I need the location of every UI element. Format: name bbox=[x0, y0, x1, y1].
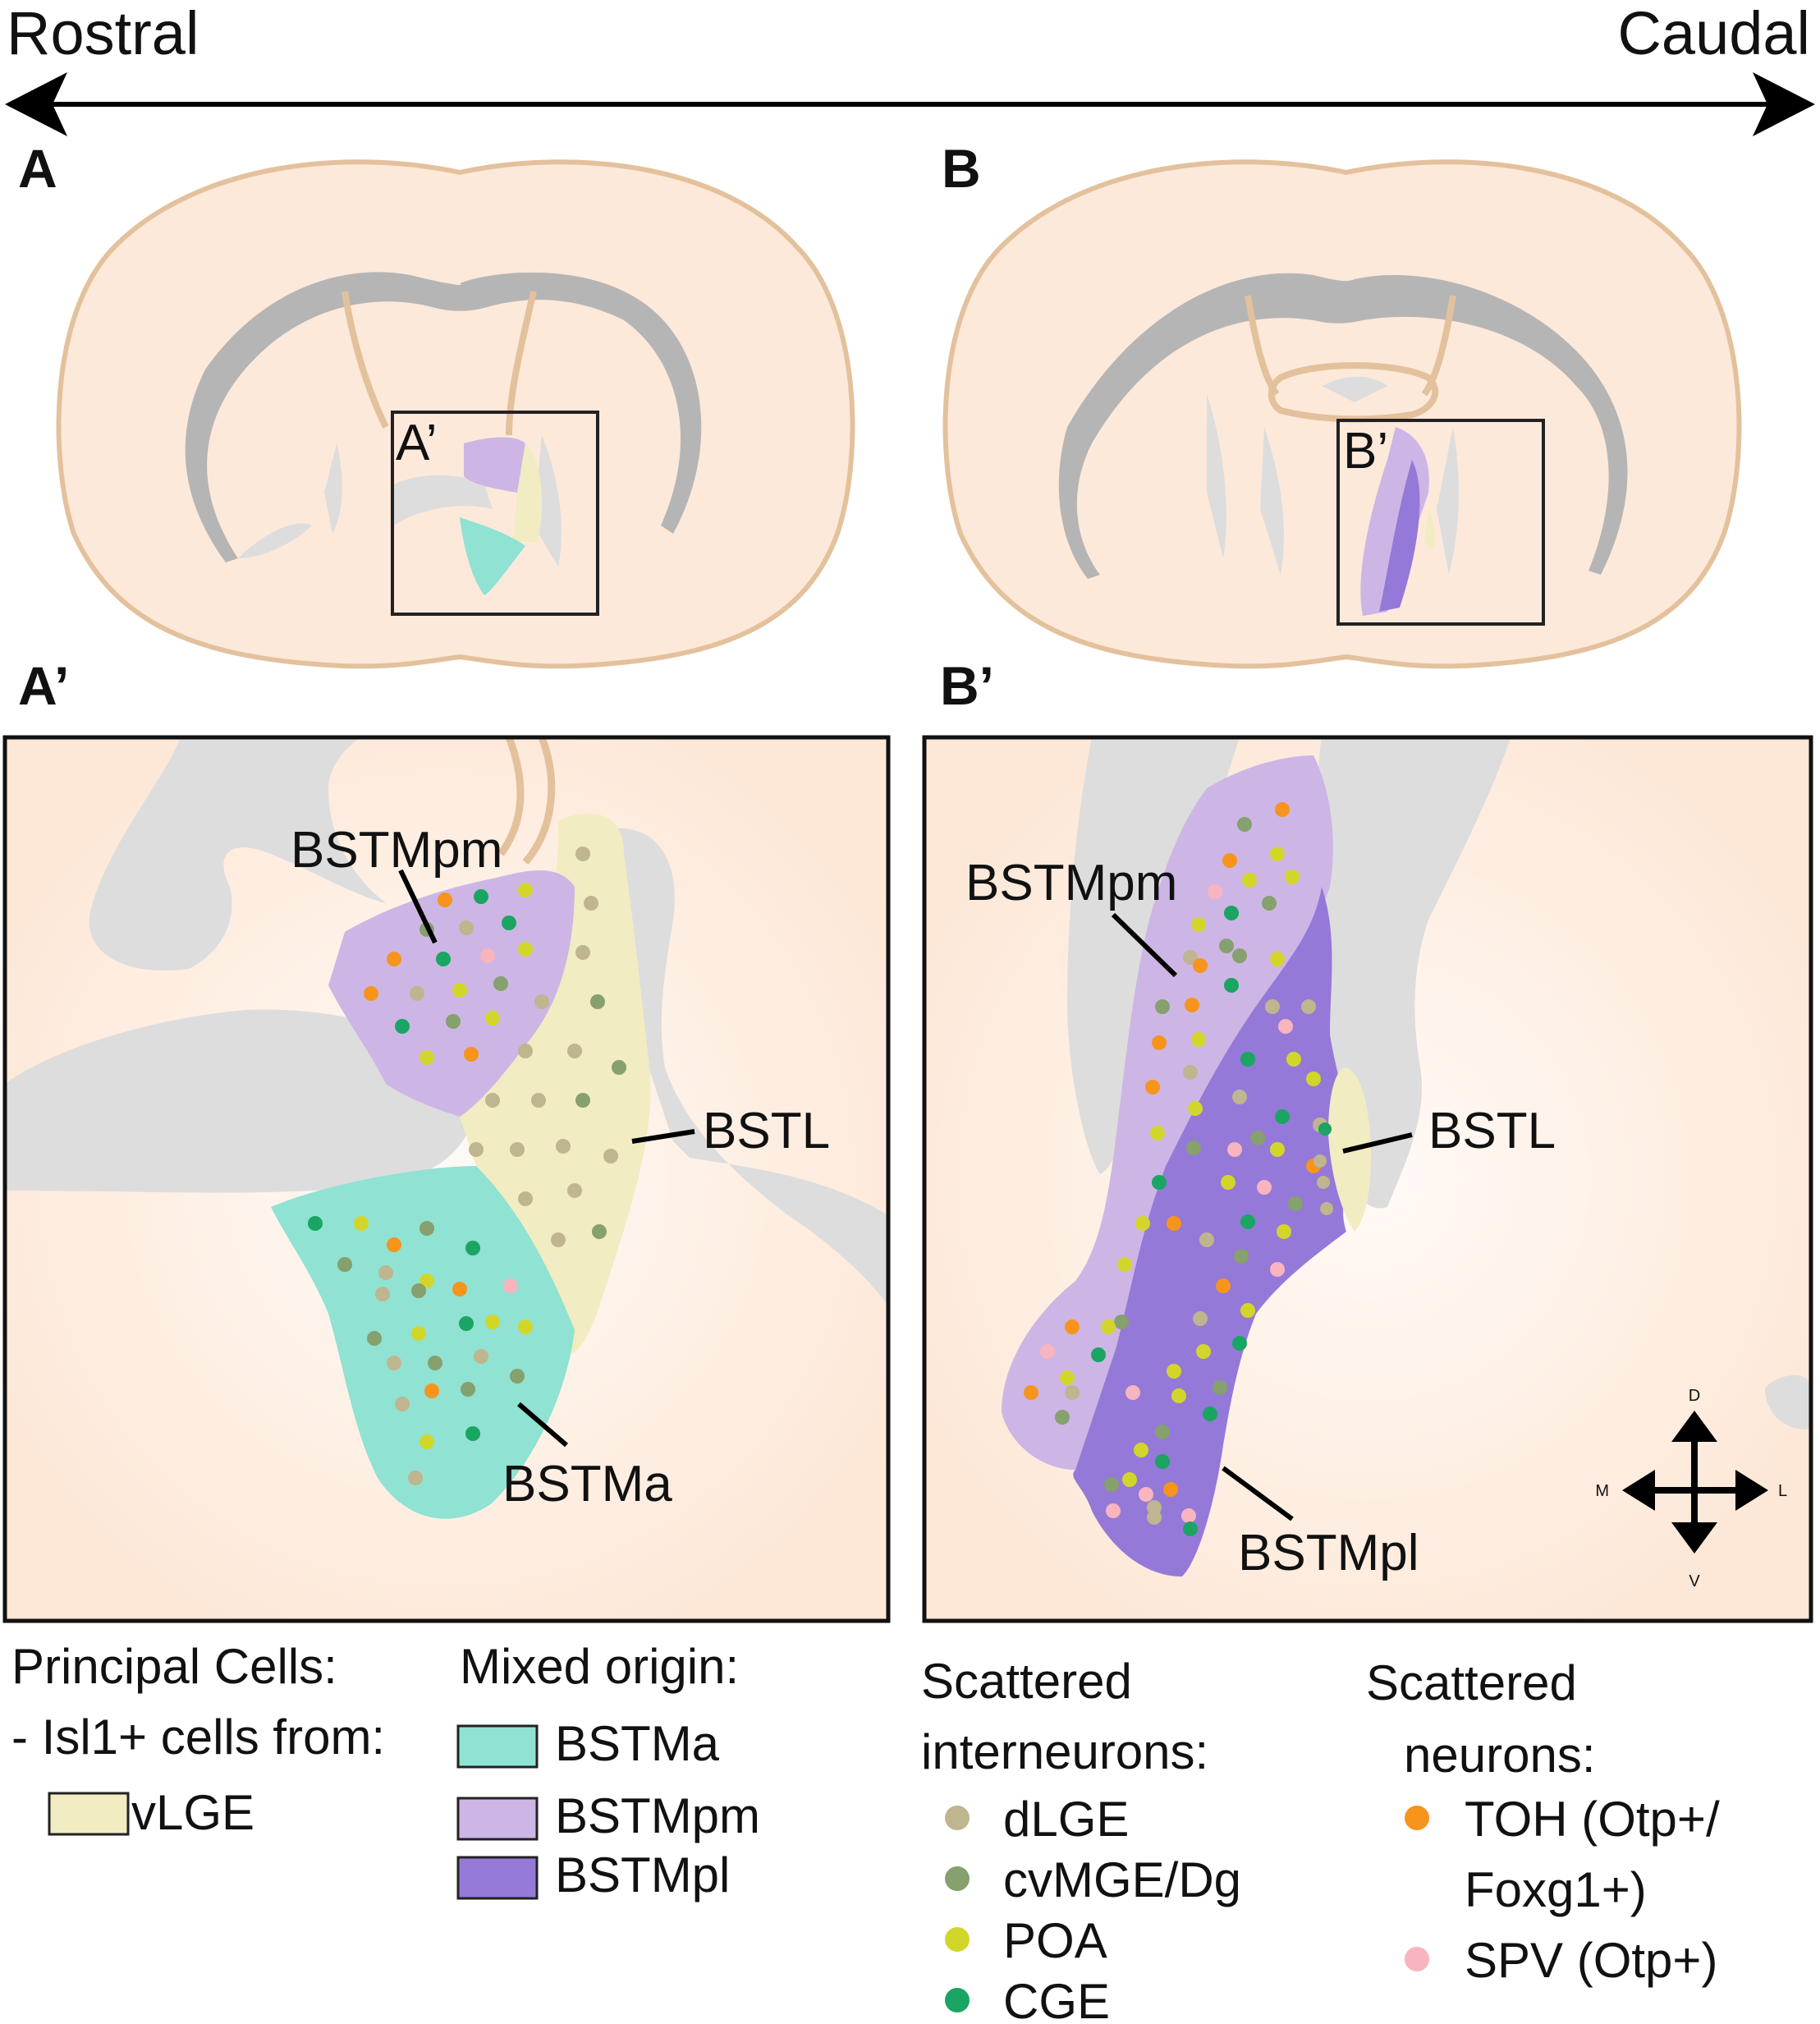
legend-label-bstmpm: BSTMpm bbox=[555, 1788, 760, 1843]
compass-medial: M bbox=[1595, 1482, 1609, 1500]
caudal-label: Caudal bbox=[1617, 0, 1810, 67]
legend-label-dlge: dLGE bbox=[1003, 1792, 1129, 1847]
legend-swatch-bstmpl bbox=[456, 1856, 539, 1900]
inset-label-a: A’ bbox=[396, 415, 438, 471]
region-label-b-bstl: BSTL bbox=[1428, 1103, 1556, 1159]
panel-label-b-prime: B’ bbox=[940, 655, 994, 716]
legend-dot-spv bbox=[1405, 1947, 1429, 1971]
legend-label-toh-1: TOH (Otp+/ bbox=[1465, 1792, 1720, 1847]
legend-dot-cvmge bbox=[945, 1866, 970, 1891]
panel-label-a-prime: A’ bbox=[18, 655, 69, 716]
cell-dots-b-prime bbox=[1024, 802, 1333, 1536]
compass-lateral: L bbox=[1778, 1482, 1787, 1500]
legend-neurons-title-1: Scattered bbox=[1366, 1655, 1577, 1710]
legend-label-bstmpl: BSTMpl bbox=[555, 1847, 730, 1902]
legend-principal-title-2: - Isl1+ cells from: bbox=[11, 1710, 385, 1765]
legend-interneurons-title-2: interneurons: bbox=[921, 1724, 1208, 1779]
legend-label-poa: POA bbox=[1003, 1913, 1107, 1968]
compass-ventral: V bbox=[1689, 1572, 1700, 1590]
compass-dorsal: D bbox=[1689, 1387, 1700, 1405]
region-label-a-bstl: BSTL bbox=[703, 1103, 830, 1159]
brain-section-b bbox=[942, 159, 1742, 669]
inset-box-b bbox=[1336, 419, 1545, 626]
legend-neurons-title-2: neurons: bbox=[1404, 1728, 1596, 1783]
rostral-label: Rostral bbox=[7, 0, 199, 67]
legend: Principal Cells: - Isl1+ cells from: vLG… bbox=[11, 1639, 1720, 2024]
panel-label-b: B bbox=[942, 138, 981, 199]
legend-swatch-bstmpm bbox=[456, 1797, 539, 1841]
legend-dot-cge bbox=[945, 1988, 970, 2013]
inset-frame-a-prime bbox=[2, 735, 891, 1623]
legend-label-cge: CGE bbox=[1003, 1974, 1110, 2024]
panel-label-a: A bbox=[18, 138, 57, 199]
region-label-b-bstmpm: BSTMpm bbox=[965, 855, 1177, 911]
cell-dots-a-prime bbox=[308, 847, 626, 1485]
legend-dot-toh bbox=[1405, 1806, 1429, 1830]
region-label-a-bstma: BSTMa bbox=[502, 1456, 672, 1512]
legend-principal-title-1: Principal Cells: bbox=[11, 1639, 337, 1694]
inset-frame-b-prime bbox=[922, 735, 1813, 1623]
legend-label-vlge: vLGE bbox=[131, 1785, 254, 1840]
brain-section-a bbox=[56, 159, 855, 669]
legend-label-toh-2: Foxg1+) bbox=[1465, 1862, 1647, 1917]
legend-dot-poa bbox=[945, 1927, 970, 1952]
region-label-b-bstmpl: BSTMpl bbox=[1238, 1525, 1419, 1581]
legend-mixed-title: Mixed origin: bbox=[460, 1639, 739, 1694]
rostral-caudal-arrow bbox=[5, 72, 1815, 136]
legend-label-cvmge: cvMGE/Dg bbox=[1003, 1852, 1241, 1907]
inset-box-a bbox=[391, 411, 599, 616]
legend-swatch-vlge bbox=[48, 1792, 130, 1836]
legend-label-bstma: BSTMa bbox=[555, 1716, 720, 1771]
legend-dot-dlge bbox=[945, 1806, 970, 1830]
legend-label-spv: SPV (Otp+) bbox=[1465, 1933, 1717, 1988]
region-label-a-bstmpm: BSTMpm bbox=[291, 822, 502, 879]
legend-swatch-bstma bbox=[456, 1724, 539, 1769]
orientation-compass: D V M L bbox=[1595, 1387, 1787, 1590]
inset-a-prime bbox=[5, 736, 888, 1621]
inset-b-prime bbox=[924, 737, 1811, 1621]
inset-label-b: B’ bbox=[1343, 423, 1388, 480]
legend-interneurons-title-1: Scattered bbox=[921, 1654, 1132, 1709]
